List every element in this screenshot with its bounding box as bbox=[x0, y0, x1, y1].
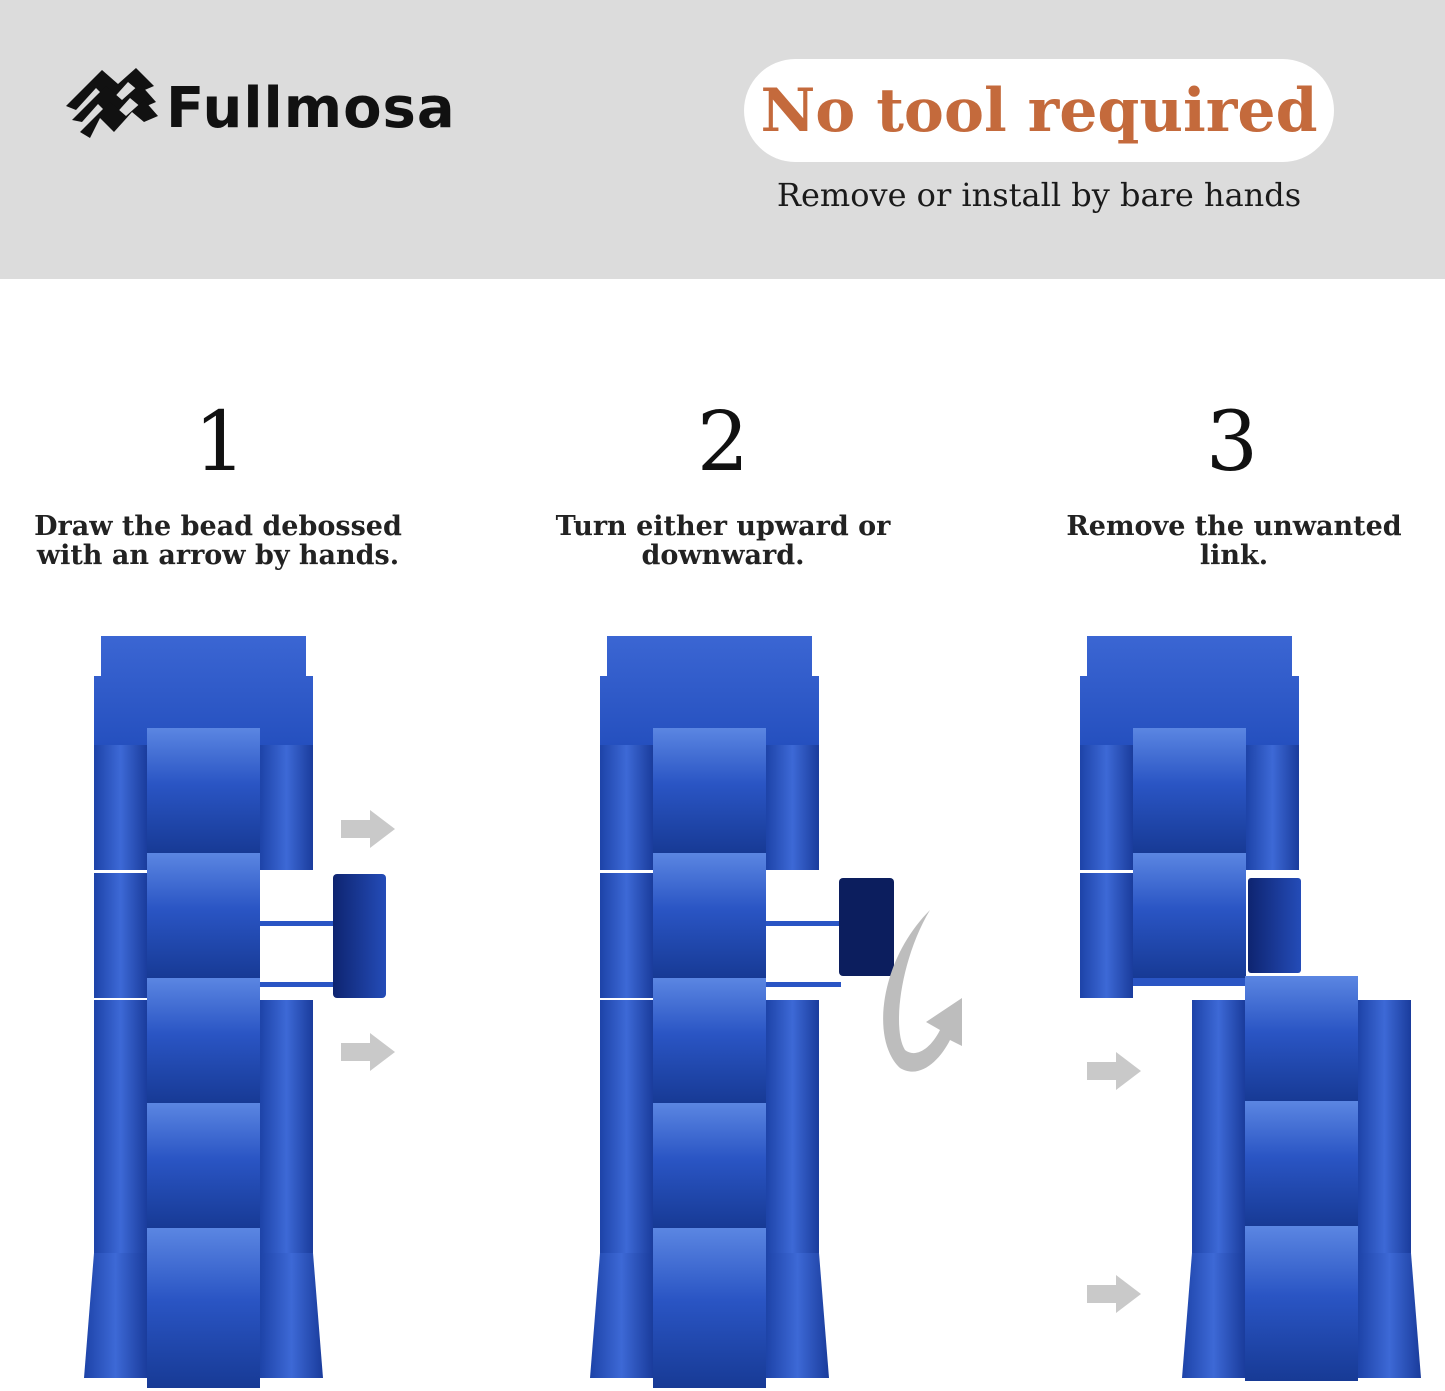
step-2-text: Turn either upward or downward. bbox=[555, 511, 891, 571]
brand-logo: Fullmosa bbox=[62, 62, 455, 152]
step-1-bracelet bbox=[84, 636, 386, 1388]
step-3-bracelet-bottom bbox=[1182, 976, 1421, 1381]
step-3-arrows bbox=[1087, 1052, 1141, 1313]
rotate-arrow-icon bbox=[883, 910, 962, 1072]
step-3-bracelet-top bbox=[1080, 636, 1301, 998]
step-3-number: 3 bbox=[1205, 395, 1259, 490]
step-1-number: 1 bbox=[193, 395, 247, 490]
header-subtitle: Remove or install by bare hands bbox=[776, 176, 1302, 214]
step-2-number: 2 bbox=[696, 395, 750, 490]
step-1-text: Draw the bead debossed with an arrow by … bbox=[34, 511, 402, 571]
wave-stripes-logo-icon bbox=[66, 68, 158, 138]
brand-name: Fullmosa bbox=[166, 76, 456, 141]
step-1-arrows bbox=[341, 810, 395, 1071]
no-tool-badge: No tool required bbox=[744, 59, 1334, 162]
badge-text: No tool required bbox=[760, 75, 1318, 146]
step-2-bracelet bbox=[590, 636, 894, 1388]
step-3-text: Remove the unwanted link. bbox=[1066, 511, 1402, 571]
